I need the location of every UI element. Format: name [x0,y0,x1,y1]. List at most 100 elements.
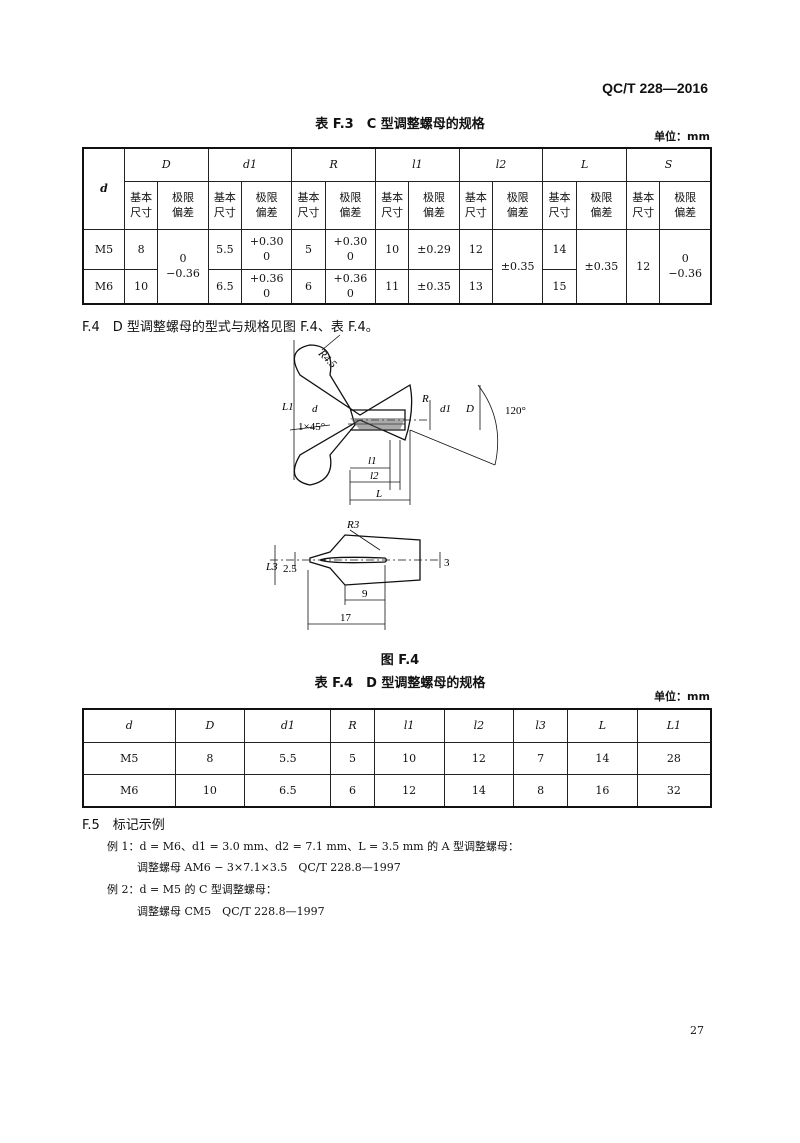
label-3: 3 [444,557,450,569]
tol-upper: 0 [179,252,187,266]
label: 极限 [172,191,194,204]
cell: 11 [375,268,410,305]
cell: 10 [123,268,159,305]
label: 尺寸 [632,206,655,219]
sub-basic: 基本尺寸 [375,180,410,230]
cell: ±0.35 [492,228,544,305]
header-R: R [291,147,377,182]
cell-S-tol: 0−0.36 [659,228,712,305]
example-2: 例 2：d = M5 的 C 型调整螺母： [107,883,277,896]
tol-upper: +0.36 [333,272,368,286]
table-f4-title: 表 F.4 D 型调整螺母的规格 [314,676,486,691]
header-D: D [124,147,209,182]
cell: 5.5 [207,228,243,270]
label: 极限 [590,191,613,204]
label: 基本 [548,191,571,204]
header-cell: l2 [443,708,515,743]
tol-upper: +0.30 [333,235,368,248]
tol-lower: −0.36 [166,267,200,281]
label: 尺寸 [464,206,487,219]
cell: 12 [373,773,445,808]
label-d: d [312,403,318,415]
sub-tolerance: 极限偏差 [408,180,460,230]
sub-tolerance: 极限偏差 [492,180,544,230]
sub-tolerance: 极限偏差 [575,180,628,230]
label-R3: R3 [346,519,360,531]
label-d1: d1 [440,403,451,415]
cell: 28 [636,741,712,775]
cell: 6.5 [244,773,332,808]
cell: M5 [82,228,125,270]
label: 偏差 [674,206,697,219]
example-1: 例 1：d = M6、d1 = 3.0 mm、d2 = 7.1 mm、L = 3… [107,840,520,853]
tol-lower: 0 [263,250,271,263]
cell: ±0.35 [408,268,460,305]
cell: 14 [566,741,638,775]
sub-basic: 基本尺寸 [458,180,494,230]
header-cell: D [174,708,246,743]
cell: 14 [542,228,577,270]
cell: 16 [566,773,638,808]
tol-upper: +0.36 [249,272,284,286]
cell: 12 [626,228,661,305]
header-L: L [542,147,628,182]
section-f5-heading: F.5 标记示例 [82,818,165,833]
sub-tolerance: 极限偏差 [324,180,377,230]
label-17: 17 [340,612,352,624]
label: 尺寸 [297,206,320,219]
label-R4.5: R4.5 [315,347,339,371]
cell: 5 [330,741,375,775]
tol-lower: 0 [263,287,271,301]
sub-basic: 基本尺寸 [207,180,243,230]
label: 尺寸 [213,206,236,219]
header-cell: L1 [636,708,712,743]
label-chamfer: 1×45° [298,421,325,433]
label-R: R [421,393,429,405]
header-d: d [82,147,125,230]
cell: 12 [443,741,515,775]
header-cell: d [82,708,176,743]
label-D: D [465,403,474,415]
label: 基本 [213,191,236,204]
cell-D-tol: 0−0.36 [157,228,209,305]
sub-tolerance: 极限偏差 [157,180,209,230]
section-f4-heading: F.4 D 型调整螺母的型式与规格见图 F.4、表 F.4。 [82,320,379,335]
label: 偏差 [506,206,529,219]
label: 偏差 [255,206,278,219]
label: 偏差 [423,206,446,219]
label: 基本 [464,191,487,204]
cell: 10 [174,773,246,808]
page-number: 27 [690,1024,704,1037]
header-cell: L [566,708,638,743]
cell: 5.5 [244,741,332,775]
example-1-marking: 调整螺母 AM6 − 3×7.1×3.5 QC/T 228.8—1997 [137,861,401,874]
sub-basic: 基本尺寸 [291,180,326,230]
cell: 8 [513,773,568,808]
figure-f4-drawing: R4.5 L1 d R d1 D l1 l2 L R3 L3 120° 1×45… [265,334,526,630]
standard-number: QC/T 228—2016 [602,80,708,96]
tol-upper: +0.30 [249,235,284,248]
cell: M5 [82,741,176,775]
header-l2: l2 [458,147,544,182]
label-2.5: 2.5 [283,563,297,575]
label: 尺寸 [130,206,153,219]
table-f3-unit: 单位：mm [654,130,710,143]
figure-caption: 图 F.4 [380,653,420,668]
cell: 5 [291,228,326,270]
label: 偏差 [172,206,194,219]
label-L1: L1 [281,401,294,413]
header-cell: l3 [513,708,568,743]
label-L: L [375,488,382,500]
cell: +0.30 0 [241,228,293,270]
cell: 8 [123,228,159,270]
label-l2: l2 [370,470,379,482]
cell: 32 [636,773,712,808]
header-cell: l1 [373,708,445,743]
cell: 6 [291,268,326,305]
tol-upper: 0 [681,252,689,266]
